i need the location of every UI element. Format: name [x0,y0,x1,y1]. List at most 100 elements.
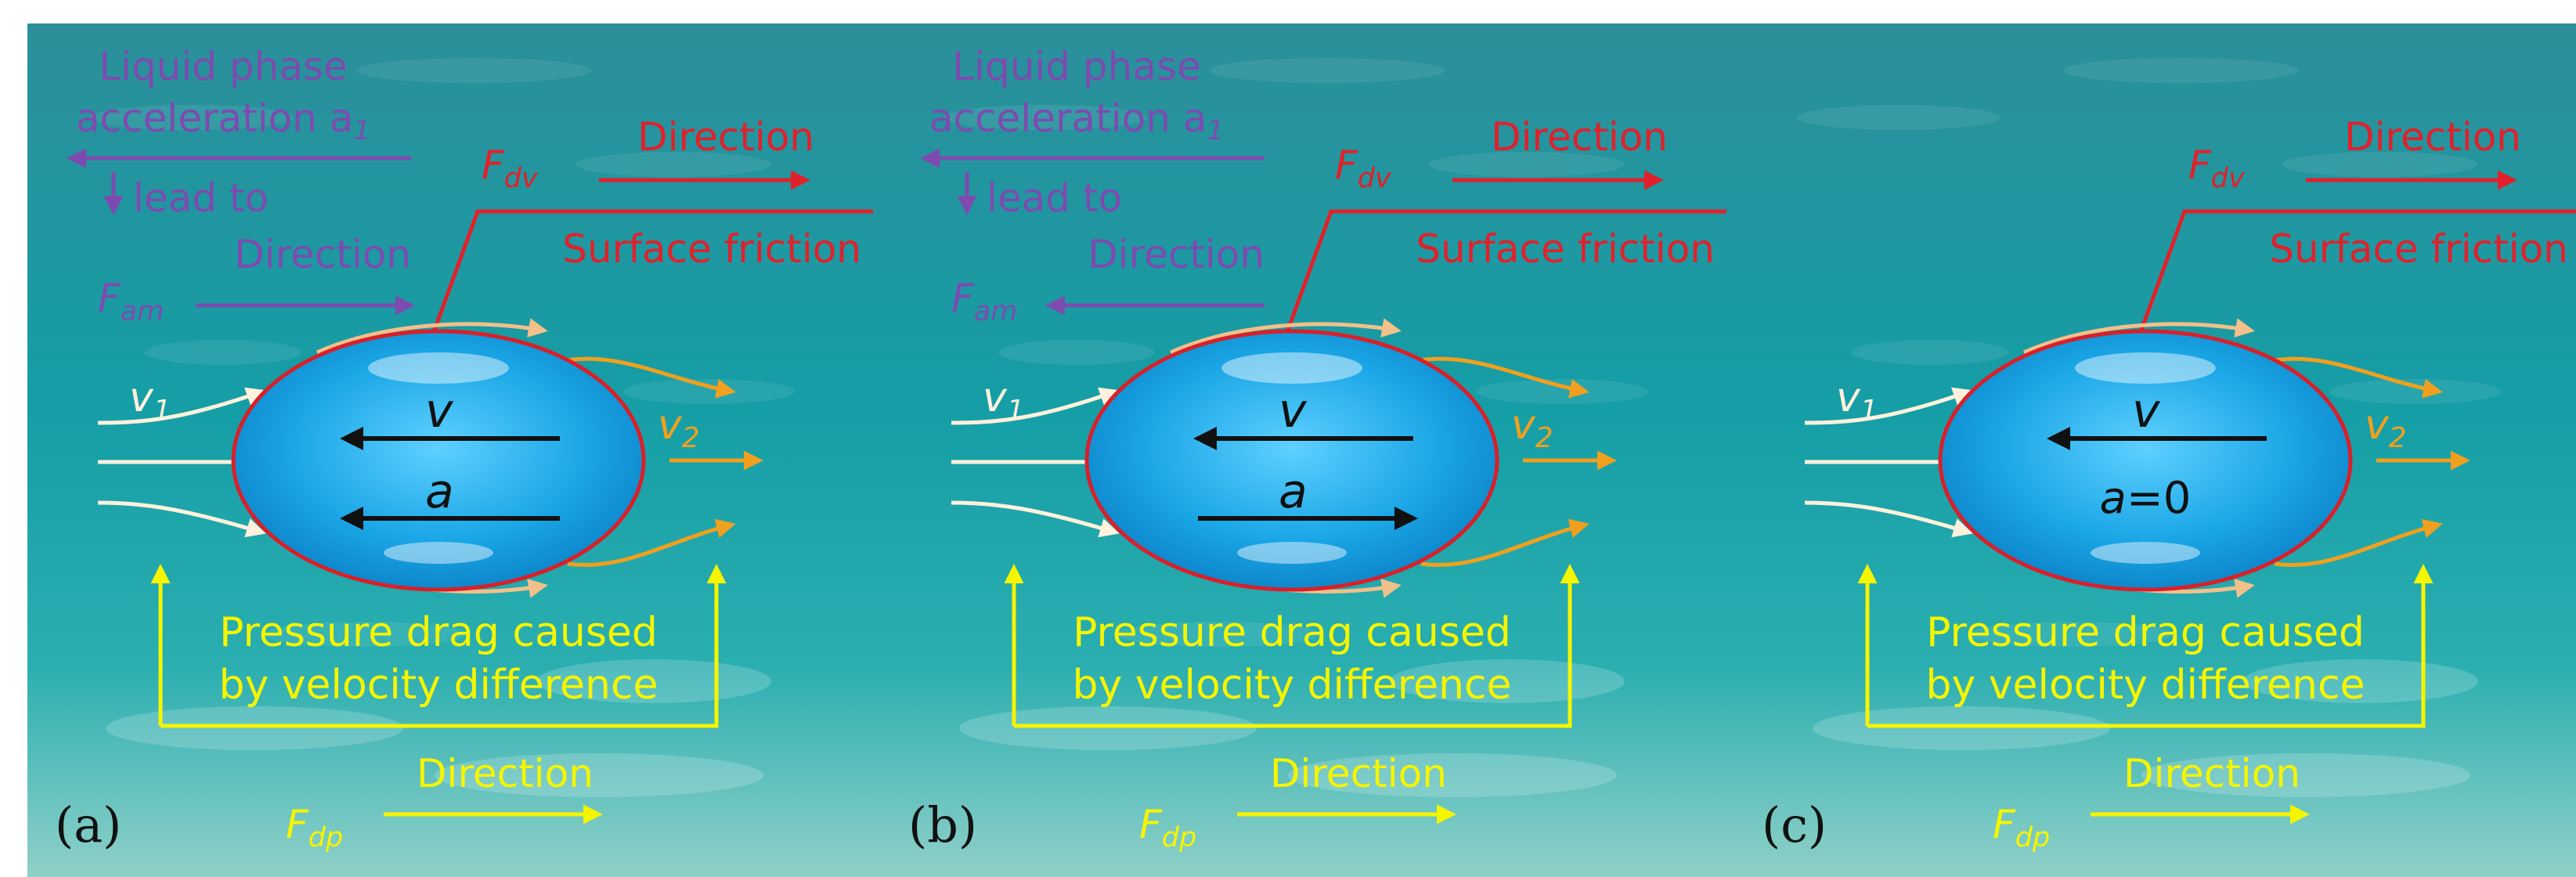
outflow-velocity-label: v2 [1511,402,1553,454]
light-streak [262,622,466,647]
viscous-direction-label: Direction [2344,114,2521,160]
surface-friction-label: Surface friction [1416,226,1715,272]
pressure-direction-label: Direction [2123,751,2300,796]
inflow-velocity-label-symbol: v [129,374,154,421]
added-mass-force-label-subscript: am [121,296,164,327]
added-mass-title-line1: Liquid phase [99,44,348,89]
bubble-velocity-label: v [2132,384,2161,438]
inflow-streamline-top [97,387,266,425]
light-streak [1288,753,1617,797]
bubble-acceleration-label: a=0 [2100,473,2192,524]
bubble-acceleration-label-symbol: a [1279,464,1308,519]
lead-to-label: lead to [133,175,269,221]
inflow-velocity-label-subscript: 1 [153,395,171,427]
inflow-velocity-label-symbol: v [1836,374,1861,421]
outflow-streamline-top [2274,356,2443,399]
pressure-force-label-subscript: dp [1162,822,1196,854]
lead-to-label: lead to [987,175,1122,221]
upper-wall-streamline [2022,318,2255,355]
surface-friction-label: Surface friction [562,226,861,272]
added-mass-direction-label: Direction [234,232,411,277]
outflow-velocity-label: v2 [2365,402,2407,454]
pressure-drag-line1: Pressure drag caused [219,609,658,656]
bubble-highlight-top [1221,352,1362,384]
light-streak [2329,379,2502,404]
added-mass-title-subscript: 1 [353,115,370,146]
light-streak [1116,622,1319,647]
viscous-force-label-symbol: F [2188,143,2212,188]
pressure-force-label: Fdp [286,802,343,854]
pressure-force-label-symbol: F [1993,802,2016,847]
added-mass-force-label: Fam [98,276,164,327]
bubble-acceleration-label: a [425,464,454,519]
viscous-force-label: Fdv [2188,143,2246,194]
acceleration-symbol: a [2100,473,2127,524]
inflow-streamline-top [1804,387,1973,425]
light-streak [435,753,763,797]
light-streak [1813,706,2110,750]
pressure-bracket-right [161,564,727,728]
inflow-velocity-label: v1 [983,374,1025,427]
viscous-direction-label: Direction [1491,114,1668,160]
viscous-force-label-subscript: dv [1358,163,1392,194]
surface-friction-leader [428,209,873,341]
bubble-velocity-label-symbol: v [425,384,454,438]
outflow-velocity-label-symbol: v [1511,402,1536,449]
bubble-highlight-bottom [2091,542,2200,564]
light-streak [959,706,1257,750]
light-streak [356,58,591,83]
light-streak [90,105,294,130]
surface-friction-leader [2135,209,2576,341]
inflow-velocity-label: v1 [129,374,171,427]
outflow-streamline-top [1420,356,1589,399]
pressure-force-label: Fdp [1993,802,2050,854]
inflow-velocity-label-subscript: 1 [1007,395,1025,427]
viscous-force-label-subscript: dv [504,163,539,194]
inflow-streamline-top [951,387,1120,425]
added-mass-title-subscript: 1 [1207,115,1224,146]
light-streak [1797,105,2001,130]
viscous-force-label-symbol: F [482,143,505,188]
outflow-velocity-label: v2 [658,402,700,454]
pressure-force-label-symbol: F [286,802,309,847]
panel-label: (a) [55,796,121,854]
light-streak [536,659,771,703]
inflow-streamline-bottom [951,500,1120,538]
pressure-bracket-right [1014,564,1580,728]
bubble [1938,329,2353,592]
outflow-velocity-label-symbol: v [2365,402,2390,449]
upper-wall-streamline [316,318,548,355]
added-mass-force-label: Fam [951,276,1017,327]
added-mass-title-text: acceleration a [929,96,1207,141]
pressure-drag-line2: by velocity difference [1072,662,1511,709]
pressure-direction-label: Direction [1270,751,1447,796]
light-streak [1429,152,1625,177]
pressure-force-label-subscript: dp [308,822,343,854]
pressure-force-label-subscript: dp [2015,822,2050,854]
bubble-acceleration-label: a [1279,464,1308,519]
light-streak [1210,58,1445,83]
surface-friction-label: Surface friction [2269,226,2568,272]
inflow-streamline-bottom [1804,500,1973,538]
bubble-highlight-top [368,352,509,384]
viscous-direction-label: Direction [637,114,814,160]
light-streak [1390,659,1625,703]
light-streak [1969,622,2173,647]
light-streak [2063,58,2298,83]
bubble-velocity-label-symbol: v [2132,384,2161,438]
pressure-drag-line2: by velocity difference [218,662,658,709]
pressure-drag-line1: Pressure drag caused [1926,609,2365,656]
light-streak [106,706,403,750]
acceleration-value: =0 [2127,473,2192,524]
outflow-velocity-label-subscript: 2 [682,422,700,454]
inflow-streamline-bottom [97,500,266,538]
outflow-velocity-label-subscript: 2 [1535,422,1553,454]
light-streak [943,105,1147,130]
added-mass-force-label-symbol: F [951,276,975,321]
light-streak [2243,659,2478,703]
panel-label: (b) [908,796,977,854]
light-streak [2282,152,2478,177]
